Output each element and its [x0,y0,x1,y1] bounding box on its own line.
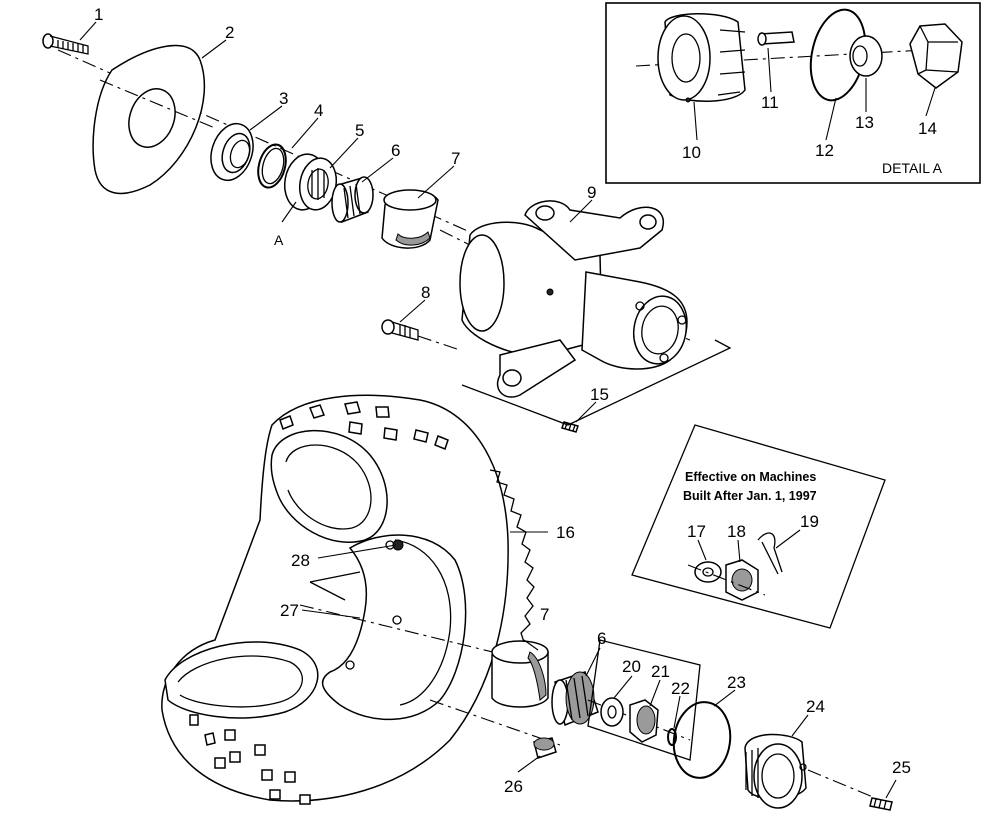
part-24-hub-cap [744,733,807,809]
part-22-ring [667,728,677,746]
label-part-10: 10 [682,143,701,162]
label-part-20: 20 [622,657,641,676]
part-number-labels: 1 2 3 4 5 6 7 8 9 10 11 12 13 14 15 16 1… [94,5,937,796]
part-6-tapered-bearing-upper [331,176,374,224]
note-line-2: Built After Jan. 1, 1997 [683,489,817,503]
part-1-bolt [42,33,89,55]
label-part-13: 13 [855,113,874,132]
label-part-6-lower: 6 [597,629,606,648]
part-7-bearing-race-lower [491,640,549,708]
label-part-11: 11 [761,93,779,112]
wheel-axis-centerline-lower [429,699,561,746]
label-part-27: 27 [280,601,299,620]
label-part-7: 7 [451,149,460,168]
note-line-1: Effective on Machines [685,470,816,484]
part-5-bearing-nut [283,153,338,211]
leader-lines [79,21,936,799]
label-part-28: 28 [291,551,310,570]
hub-cap-bolt-centerline [807,769,881,801]
detail-reference-label: A [274,232,284,248]
part-6-tapered-bearing-lower [551,671,599,727]
part-17-washer [694,561,722,583]
detail-a-title: DETAIL A [882,160,943,176]
label-part-14: 14 [918,119,937,138]
label-part-8: 8 [421,283,430,302]
part-7-bearing-race-upper [381,189,439,249]
label-part-16: 16 [556,523,575,542]
label-part-6: 6 [391,141,400,160]
hardware-group-outline [587,639,701,761]
part-2-brake-disc [92,44,216,195]
label-part-2: 2 [225,23,234,42]
part-21-castle-nut [629,699,659,743]
part-23-o-ring [672,701,732,779]
note-centerline [687,564,766,596]
label-part-17: 17 [687,522,706,541]
label-part-12: 12 [815,141,834,160]
part-4-snap-ring [257,143,287,189]
label-part-5: 5 [355,121,364,140]
part-3-seal [210,122,254,182]
part-20-washer [600,697,624,727]
label-part-7-lower: 7 [540,605,549,624]
label-part-18: 18 [727,522,746,541]
label-part-25: 25 [892,758,911,777]
part-8-bolt [381,319,461,351]
rim [321,534,467,721]
label-part-1: 1 [94,5,103,24]
part-11-pin [757,31,795,46]
part-13-washer [849,35,883,77]
valve-guide-lines [309,571,361,601]
label-part-3: 3 [279,89,288,108]
label-part-23: 23 [727,673,746,692]
part-9-spindle-knuckle [439,200,688,398]
part-10-castle-hub [657,13,746,103]
label-part-9: 9 [587,183,596,202]
part-26-valve-stem [533,737,557,759]
part-25-bolt [869,797,893,811]
part-19-cotter-pin [757,532,783,575]
wheel-axis-centerline [299,604,506,656]
label-part-15: 15 [590,385,609,404]
label-part-22: 22 [671,679,690,698]
label-part-4: 4 [314,101,323,120]
label-part-19: 19 [800,512,819,531]
part-16-tire [161,394,535,805]
part-18-castle-nut [725,559,759,601]
spindle-group-outline [461,339,732,426]
part-14-hex-nut [909,23,963,89]
note-box [631,424,886,629]
label-part-26: 26 [504,777,523,796]
label-part-21: 21 [651,662,670,681]
label-part-24: 24 [806,697,825,716]
